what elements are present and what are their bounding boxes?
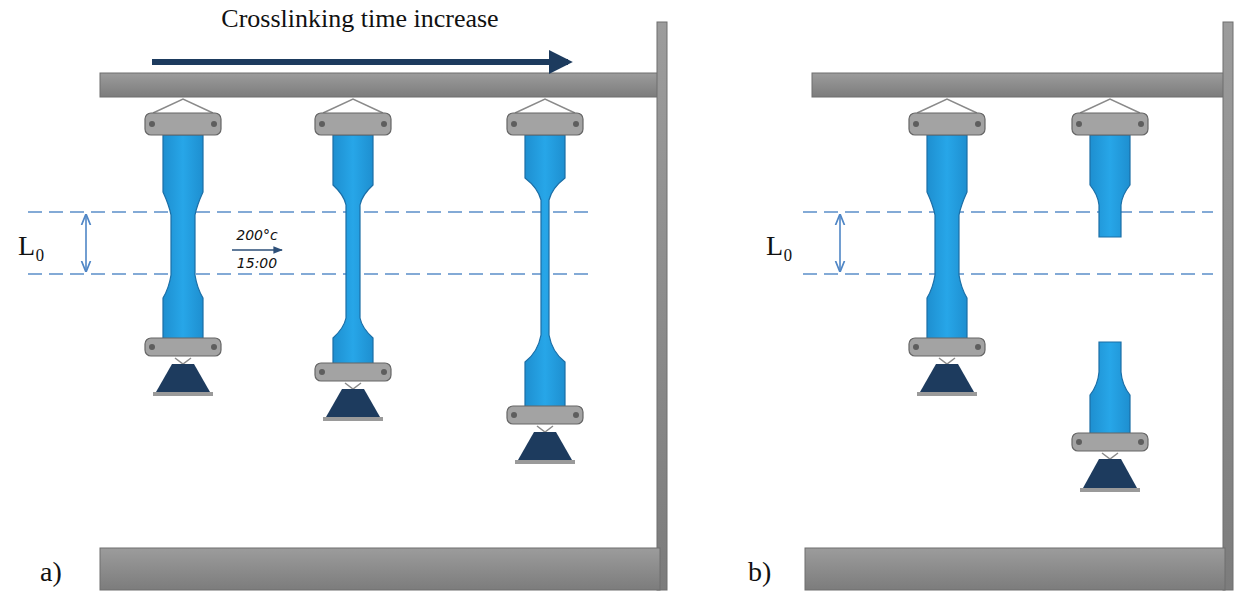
- weight: [1083, 459, 1137, 488]
- weight-base: [1080, 488, 1140, 492]
- side-column: [1223, 22, 1233, 590]
- time-note: 15:00: [237, 256, 277, 270]
- dimension-arrow: [839, 215, 841, 271]
- clamp-bolts: [149, 121, 1144, 445]
- weight: [156, 364, 210, 392]
- hanger: [323, 99, 383, 113]
- grip-clamp: [145, 113, 221, 135]
- base-plate: [100, 548, 660, 590]
- bolt: [381, 121, 387, 127]
- weight-hook: [537, 426, 553, 432]
- hangers: [153, 99, 1140, 113]
- grip-clamp: [145, 338, 221, 356]
- broken-specimen-top: [1090, 135, 1130, 237]
- gauge-line: [803, 273, 1213, 275]
- bolt: [913, 121, 919, 127]
- bolt: [1138, 121, 1144, 127]
- bolt: [511, 412, 517, 418]
- gauge-line: [803, 211, 1213, 213]
- broken-specimen-bottom: [1090, 342, 1130, 435]
- bolt: [511, 121, 517, 127]
- grip-clamp: [1072, 113, 1148, 135]
- dogbone-specimen: [525, 135, 565, 408]
- bolt: [319, 369, 325, 375]
- grip-clamp: [315, 113, 391, 135]
- grip-clamp: [1072, 433, 1148, 451]
- hanger: [1080, 99, 1140, 113]
- hanger: [515, 99, 575, 113]
- bolt: [381, 369, 387, 375]
- bolt: [211, 121, 217, 127]
- weight-hook: [175, 358, 191, 364]
- bolt: [975, 121, 981, 127]
- grip-clamp: [507, 406, 583, 424]
- weight-base: [323, 417, 383, 421]
- clamps: [145, 113, 1148, 451]
- dogbone-specimen: [927, 135, 967, 340]
- bolt: [573, 412, 579, 418]
- bolt: [573, 121, 579, 127]
- grip-clamp: [507, 113, 583, 135]
- hanger: [917, 99, 977, 113]
- bolt: [211, 344, 217, 350]
- panel-label: a): [40, 558, 62, 586]
- weight-hook: [345, 383, 361, 389]
- grip-clamp: [315, 363, 391, 381]
- bolt: [149, 121, 155, 127]
- weight-base: [153, 392, 213, 396]
- weight-base: [917, 392, 977, 396]
- weights: [153, 358, 1140, 492]
- bolt: [1076, 121, 1082, 127]
- frame-b: [805, 22, 1233, 590]
- bolt: [1076, 439, 1082, 445]
- gauge-length-label: L₀: [766, 232, 793, 260]
- base-plate: [805, 548, 1225, 590]
- weight: [920, 364, 974, 392]
- bolt: [975, 344, 981, 350]
- grip-clamp: [909, 338, 985, 356]
- top-beam: [812, 73, 1226, 97]
- grip-clamp: [909, 113, 985, 135]
- figure-heading: Crosslinking time increase: [221, 6, 498, 32]
- dogbone-specimen: [333, 135, 373, 365]
- gauge-lines: [28, 212, 1213, 274]
- time-arrow: [152, 59, 568, 65]
- weight-hook: [939, 358, 955, 364]
- panel-label: b): [748, 558, 771, 586]
- frame-a: [100, 22, 667, 590]
- top-beam: [100, 73, 660, 97]
- dogbone-specimen: [163, 135, 203, 340]
- hanger: [153, 99, 213, 113]
- side-column: [657, 22, 667, 590]
- weight-base: [515, 460, 575, 464]
- bolt: [913, 344, 919, 350]
- specimens: [163, 135, 1130, 435]
- bolt: [319, 121, 325, 127]
- dimension-arrow: [85, 215, 87, 271]
- gauge-length-label: L₀: [18, 232, 45, 260]
- bolt: [149, 344, 155, 350]
- process-arrow: [232, 249, 282, 251]
- gauge-line: [28, 211, 592, 213]
- weight: [326, 389, 380, 417]
- bolt: [1138, 439, 1144, 445]
- gauge-line: [28, 273, 592, 275]
- temperature-note: 200°c: [236, 228, 277, 242]
- weight: [518, 432, 572, 460]
- weight-hook: [1102, 453, 1118, 459]
